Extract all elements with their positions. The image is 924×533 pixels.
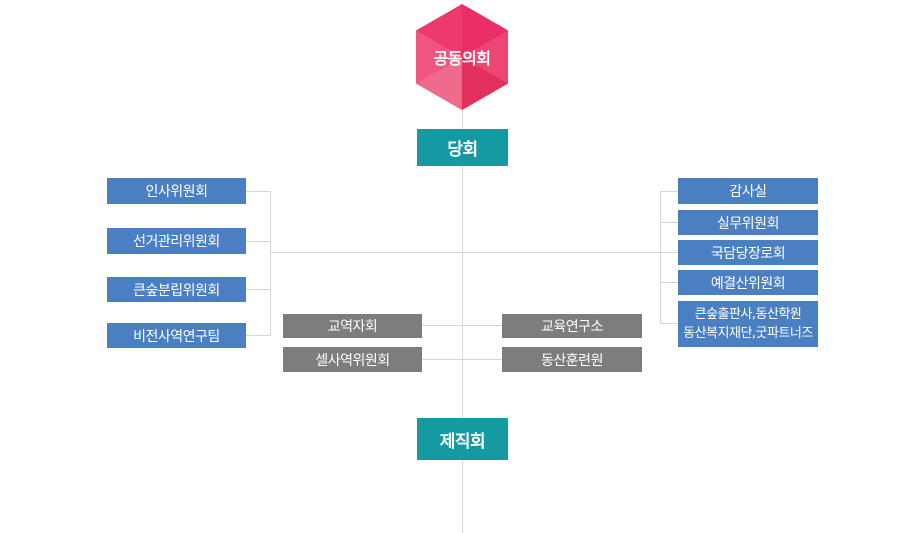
middle-connector-2 <box>422 359 502 360</box>
right-committee-3: 국담당장로회 <box>678 240 818 265</box>
right-bracket-tick-5 <box>660 323 678 324</box>
right-committee-1: 감사실 <box>678 178 818 204</box>
horizontal-main-line <box>270 252 661 253</box>
right-bracket-tick-4 <box>660 282 678 283</box>
right-committee-2: 실무위원회 <box>678 210 818 235</box>
right-committee-5-line2: 동산복지재단,굿파트너즈 <box>683 326 813 341</box>
right-committee-4: 예결산위원회 <box>678 270 818 295</box>
middle-right-box-1: 교육연구소 <box>502 314 642 338</box>
middle-left-box-2: 셀사역위원회 <box>283 347 422 372</box>
middle-left-box-1: 교역자회 <box>283 314 422 338</box>
vertical-trunk-line <box>462 110 463 533</box>
left-committee-2: 선거관리위원회 <box>107 228 246 254</box>
left-committee-4: 비전사역연구팀 <box>107 323 246 348</box>
right-bracket-tick-3 <box>660 252 678 253</box>
left-committee-3: 큰숲분립위원회 <box>107 277 246 302</box>
left-bracket-tick-2 <box>246 241 271 242</box>
middle-connector-1 <box>422 325 502 326</box>
left-bracket-tick-3 <box>246 289 271 290</box>
right-bracket-tick-1 <box>660 191 678 192</box>
left-bracket-tick-4 <box>246 335 271 336</box>
middle-right-box-2: 동산훈련원 <box>502 347 642 372</box>
party-node: 당회 <box>417 129 508 166</box>
right-bracket-vertical <box>660 191 661 323</box>
left-bracket-tick-1 <box>246 191 271 192</box>
left-committee-1: 인사위원회 <box>107 178 246 204</box>
right-committee-5-line1: 큰숲출판사,동산학원 <box>694 307 802 322</box>
right-bracket-tick-2 <box>660 222 678 223</box>
top-hexagon-node: 공동의회 <box>416 4 508 110</box>
right-committee-5: 큰숲출판사,동산학원 동산복지재단,굿파트너즈 <box>678 301 818 347</box>
staff-node: 제직회 <box>417 418 508 460</box>
hexagon-shape <box>416 4 508 110</box>
top-node-label: 공동의회 <box>433 49 491 68</box>
left-bracket-vertical <box>270 191 271 336</box>
